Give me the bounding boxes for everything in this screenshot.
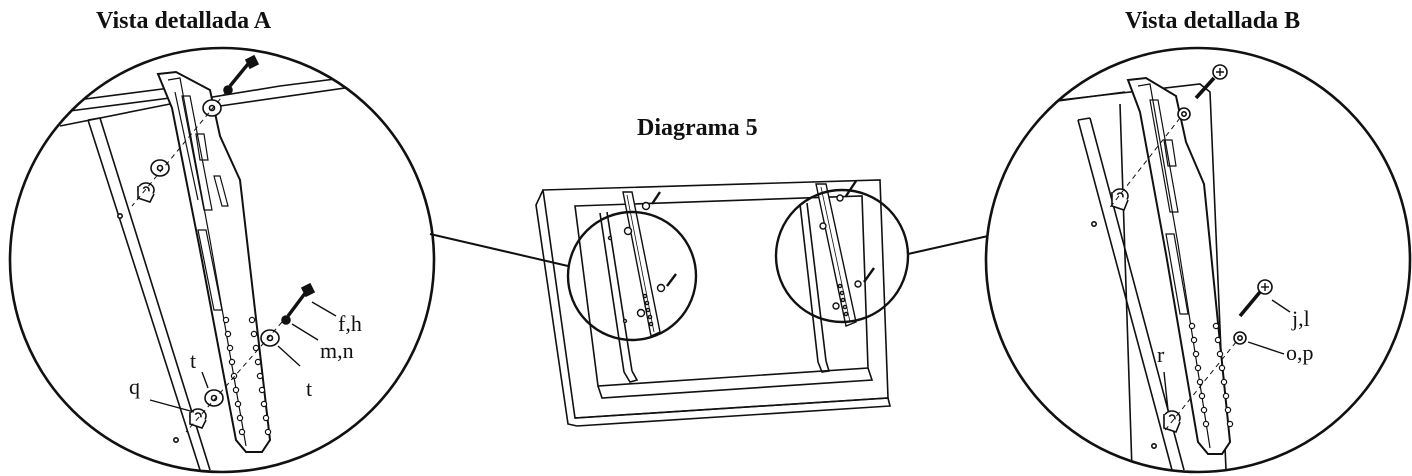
detail-circle-a xyxy=(8,46,436,474)
detail-view-a-title: Vista detallada A xyxy=(96,8,272,34)
tv-panel xyxy=(535,179,892,427)
small-bracket-left xyxy=(607,191,677,337)
callout-a-spacer-left: t xyxy=(190,348,196,373)
callout-a-standoff: q xyxy=(129,374,140,399)
detail-view-b-title: Vista detallada B xyxy=(1125,8,1301,34)
detail-view-b-drawing xyxy=(989,64,1291,471)
detail-circle-left-small xyxy=(566,210,698,342)
callout-a-screw: f,h xyxy=(338,311,362,336)
callout-b-washer: o,p xyxy=(1286,340,1314,365)
detail-circle-b xyxy=(984,46,1412,474)
callout-a-spacer-right: t xyxy=(306,376,312,401)
diagram-title: Diagrama 5 xyxy=(637,115,758,141)
callout-a-washer: m,n xyxy=(320,338,354,363)
small-bracket-right xyxy=(815,180,875,327)
detail-circle-right-small xyxy=(774,188,910,324)
callout-b-screw: j,l xyxy=(1291,306,1310,331)
callout-b-standoff: r xyxy=(1157,342,1165,367)
leader-line-b xyxy=(907,235,989,255)
leader-line-a xyxy=(429,233,569,267)
